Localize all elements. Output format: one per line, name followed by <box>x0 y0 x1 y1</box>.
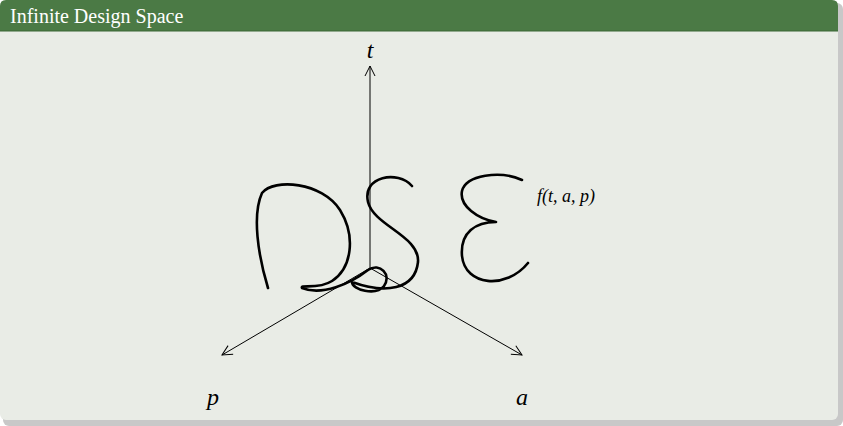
axis-label: a <box>516 385 528 409</box>
axis-label: t <box>367 38 374 62</box>
block-title: Infinite Design Space <box>10 6 183 26</box>
block-header <box>0 0 838 31</box>
design-curve <box>462 175 528 281</box>
axis-label: p <box>207 385 219 409</box>
p-axis <box>222 268 370 355</box>
design-curve <box>257 177 418 291</box>
function-label: f(t, a, p) <box>537 187 595 205</box>
header-rule <box>0 31 838 32</box>
t-axis <box>370 66 371 268</box>
